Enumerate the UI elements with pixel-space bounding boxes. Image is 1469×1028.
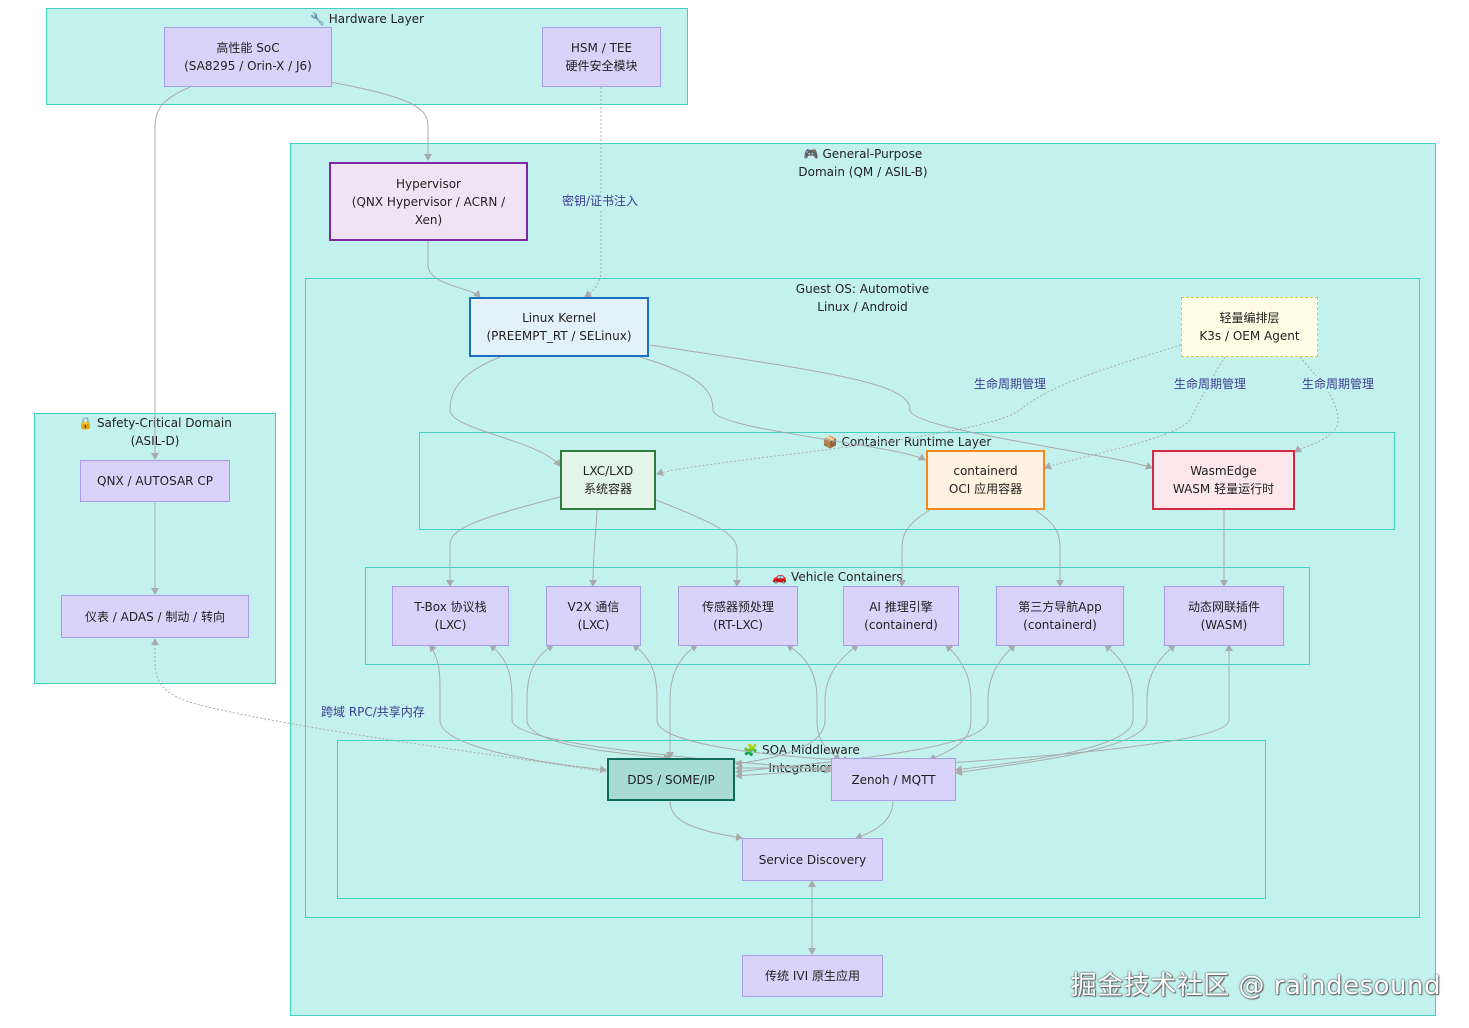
- edge-v2x-dds: [526, 644, 671, 762]
- edge-dds-clusterapps: [151, 638, 607, 773]
- container-runtime-title: 📦 Container Runtime Layer: [822, 435, 992, 449]
- edge-zenoh-discovery: [855, 800, 894, 840]
- edge-lxc-tbox: [446, 496, 561, 587]
- ai-inference-node[interactable]: AI 推理引擎 (containerd): [843, 586, 959, 646]
- edge-hsm-kernel: [584, 87, 602, 298]
- service-discovery-node[interactable]: Service Discovery: [742, 838, 883, 881]
- hsm-tee-node[interactable]: HSM / TEE 硬件安全模块: [542, 27, 661, 87]
- edge-lxc-sensor: [655, 499, 741, 587]
- tbox-node[interactable]: T-Box 协议栈 (LXC): [392, 586, 509, 646]
- edge-nav-zenoh: [955, 644, 1134, 774]
- v2x-node[interactable]: V2X 通信 (LXC): [546, 586, 641, 646]
- edge-kernel-lxc: [449, 356, 561, 467]
- general-purpose-domain-title: 🎮 General-Purpose Domain (QM / ASIL-B): [798, 147, 928, 179]
- edge-tbox-zenoh: [489, 644, 832, 774]
- dds-someip-node[interactable]: DDS / SOME/IP: [607, 758, 735, 801]
- soc-node[interactable]: 高性能 SoC (SA8295 / Orin-X / J6): [164, 27, 332, 87]
- edge-soc-hypervisor: [329, 81, 432, 161]
- cluster-adas-node[interactable]: 仪表 / ADAS / 制动 / 转向: [61, 595, 249, 638]
- edge-k3s-lxc: [656, 344, 1182, 476]
- ivi-native-app-node[interactable]: 传统 IVI 原生应用: [742, 955, 883, 997]
- edge-label-lifecycle-1: 生命周期管理: [973, 376, 1048, 392]
- safety-critical-title: 🔒 Safety-Critical Domain (ASIL-D): [78, 416, 232, 448]
- dynamic-plugin-node[interactable]: 动态网联插件 (WASM): [1164, 586, 1284, 646]
- hypervisor-node[interactable]: Hypervisor (QNX Hypervisor / ACRN / Xen): [329, 162, 528, 241]
- edge-lxc-v2x: [589, 509, 598, 587]
- edge-label-cross-domain: 跨域 RPC/共享内存: [320, 704, 426, 720]
- edge-label-lifecycle-3: 生命周期管理: [1301, 376, 1376, 392]
- containerd-node[interactable]: containerd OCI 应用容器: [926, 450, 1045, 510]
- edge-label-key-inject: 密钥/证书注入: [561, 193, 640, 209]
- qnx-autosar-node[interactable]: QNX / AUTOSAR CP: [80, 460, 230, 502]
- wasmedge-node[interactable]: WasmEdge WASM 轻量运行时: [1152, 450, 1295, 510]
- watermark: 掘金技术社区 @ raindesound: [1070, 971, 1441, 1001]
- lxc-lxd-node[interactable]: LXC/LXD 系统容器: [560, 450, 656, 510]
- hardware-layer-title: 🔧 Hardware Layer: [310, 12, 424, 26]
- edge-kernel-containerd: [639, 356, 926, 461]
- edge-tbox-dds: [429, 644, 607, 774]
- edge-sensor-zenoh: [786, 644, 841, 761]
- edge-ai-dds: [735, 644, 859, 767]
- edge-containerd-nav: [1034, 509, 1064, 587]
- sensor-preprocess-node[interactable]: 传感器预处理 (RT-LXC): [678, 586, 798, 646]
- edge-soc-qnx: [151, 86, 191, 460]
- guest-os-title: Guest OS: Automotive Linux / Android: [795, 282, 930, 314]
- edge-containerd-ai: [898, 509, 931, 587]
- edge-sensor-dds: [666, 644, 698, 759]
- edge-dds-discovery: [669, 800, 743, 842]
- edge-nav-dds: [735, 644, 1016, 776]
- edge-k3s-wasm: [1294, 356, 1339, 453]
- zenoh-mqtt-node[interactable]: Zenoh / MQTT: [831, 758, 956, 801]
- edge-kernel-wasm: [649, 344, 1153, 470]
- k3s-orchestration-node[interactable]: 轻量编排层 K3s / OEM Agent: [1181, 297, 1318, 357]
- vehicle-containers-title: 🚗 Vehicle Containers: [772, 570, 903, 584]
- edge-hypervisor-kernel: [427, 241, 481, 298]
- linux-kernel-node[interactable]: Linux Kernel (PREEMPT_RT / SELinux): [469, 297, 649, 357]
- third-party-nav-node[interactable]: 第三方导航App (containerd): [996, 586, 1124, 646]
- edge-plugin-dds: [735, 644, 1233, 780]
- edge-label-lifecycle-2: 生命周期管理: [1173, 376, 1248, 392]
